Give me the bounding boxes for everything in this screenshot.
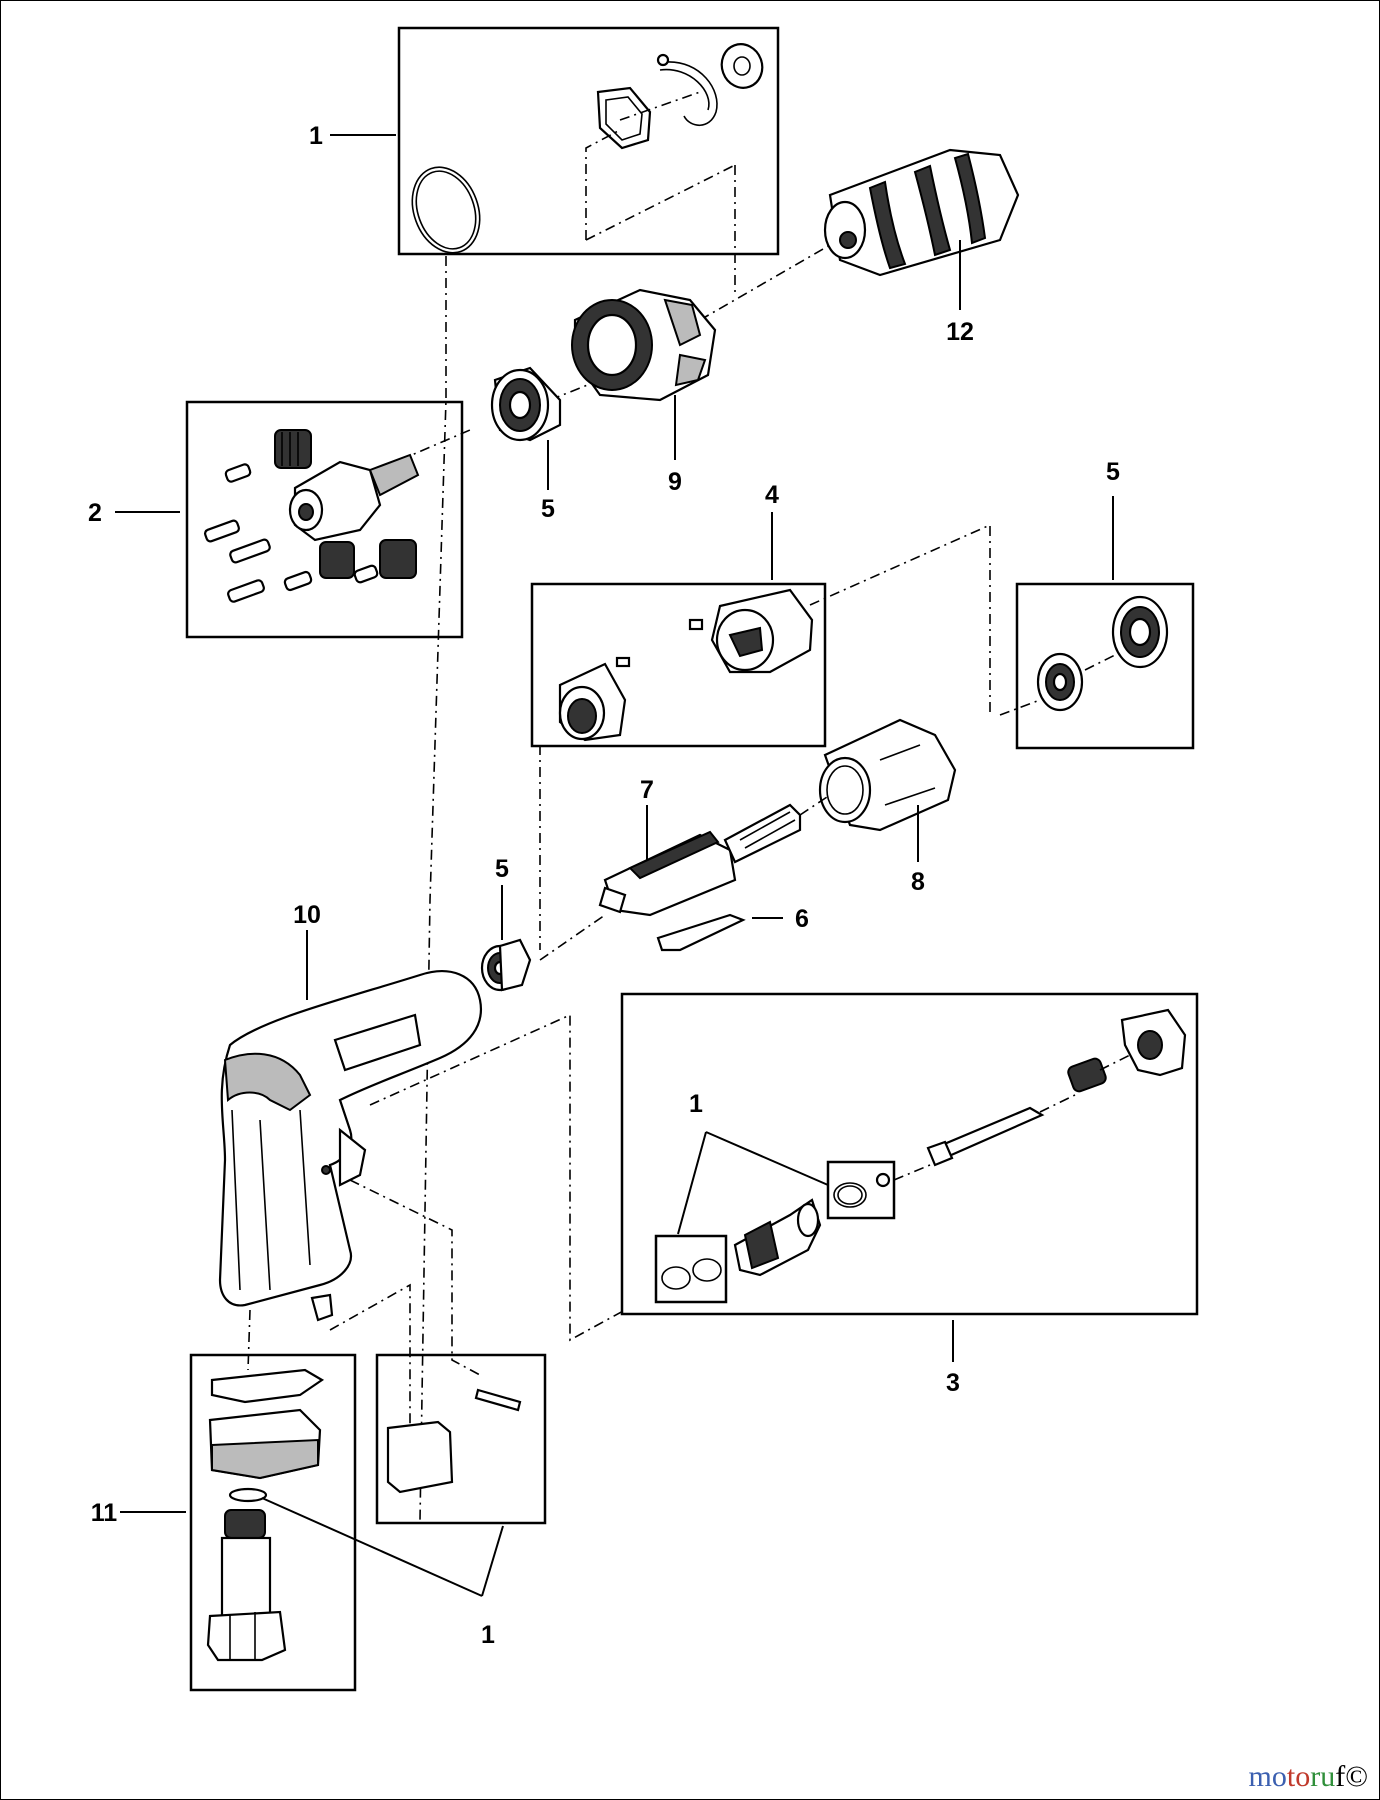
parts-group-3 [620,992,1199,1316]
cylinder-part-8 [818,718,957,832]
part-number-2: 2 [88,499,102,527]
bearing-part-5-middle [480,938,532,992]
muffler-pad [386,1420,454,1494]
part-number-7: 7 [640,776,654,804]
planet-gear-left [319,541,355,579]
pin-1 [224,463,252,483]
part-number-3: 3 [946,1369,960,1397]
circlip-part [665,61,718,127]
inlet-washer [228,1487,268,1503]
trigger-pin [474,1388,522,1412]
rotor-vane-slot [628,830,720,880]
carrier-shaft [368,453,420,497]
part-number-8: 8 [911,868,925,896]
watermark-logo: motoruf© [1248,1760,1368,1793]
group-box-5-right [1015,582,1195,750]
part-number-1-bottom: 1 [481,1621,495,1649]
valve-spring [1067,1057,1107,1093]
inlet-nut [206,1610,287,1662]
parts-group-11 [189,1353,357,1692]
bearing-part-5-top [490,366,562,442]
pin-4 [227,579,265,603]
part-number-5-right: 5 [1106,458,1120,486]
housing-part-10 [218,970,483,1322]
pin-5 [283,570,313,592]
parts-group-2 [185,400,464,639]
trigger [338,1127,367,1187]
part-number-4: 4 [765,481,779,509]
part-number-5-middle: 5 [495,855,509,883]
rotor-part-7 [539,794,831,961]
part-number-12: 12 [946,318,974,346]
parts-group-1-top [397,26,780,256]
parts-group-5-right [999,582,1195,750]
housing-window [333,1013,422,1072]
pin-6 [353,564,379,584]
pin-3 [229,538,271,564]
pin-2 [203,519,241,543]
group-box-3 [620,992,1199,1316]
part-number-11: 11 [91,1499,118,1527]
part-number-5-top: 5 [541,495,555,523]
part-number-10: 10 [293,901,321,929]
inlet-gasket [210,1368,325,1404]
rotor-splined-shaft [723,803,802,864]
inlet-bushing [220,1536,272,1618]
part-number-6: 6 [795,905,809,933]
chuck-part-12 [823,148,1020,277]
small-group-box-oring-lower [654,1234,728,1304]
leader-line-1-mid-b [677,1131,707,1235]
o-ring-part [411,166,481,254]
leader-line-1-mid-a [705,1131,829,1186]
leader-line-1-bottom-b [481,1525,504,1597]
parts-group-4 [530,523,991,748]
small-group-box-oring-upper [826,1160,896,1220]
group-box-4 [530,582,827,748]
part-number-1-mid: 1 [689,1090,703,1118]
group-box-1-bottom [375,1353,547,1525]
leader-line-1-bottom-a [261,1497,483,1597]
group-box-11 [189,1353,357,1692]
vane-part-6 [656,913,746,952]
parts-group-1-bottom [375,1353,547,1525]
part-number-1-top: 1 [309,122,323,150]
inlet-spring [224,1509,266,1539]
group-box-2 [185,400,464,639]
planet-gear-right [379,539,417,579]
group-box-1-top [397,26,780,256]
planet-gear-top [274,429,312,469]
ring-gear-housing-part-9 [571,288,717,402]
washer-part [720,43,764,89]
part-number-9: 9 [668,468,682,496]
